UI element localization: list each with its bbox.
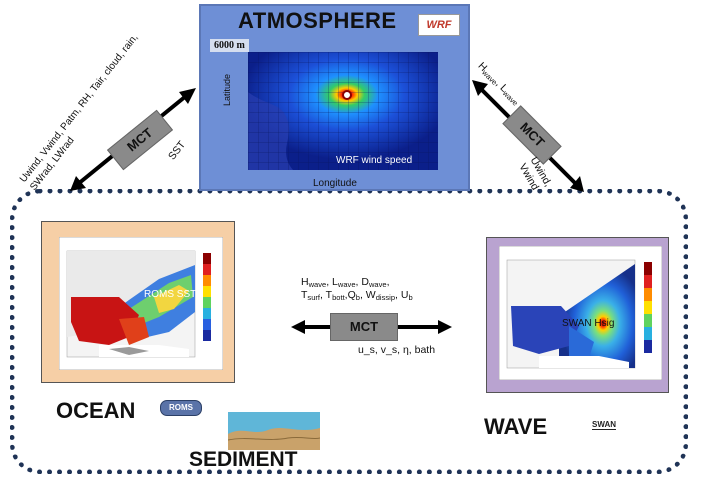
swan-hsig-caption: SWAN Hsig — [562, 318, 615, 329]
wrf-logo: WRF — [418, 14, 460, 36]
ocean-label: OCEAN — [56, 398, 136, 423]
height-tag: 6000 m — [210, 39, 249, 52]
swan-logo: SWAN — [592, 420, 616, 430]
mct-box-center: MCT — [330, 313, 398, 341]
roms-logo: ROMS — [160, 400, 202, 416]
atmosphere-title: ATMOSPHERE — [238, 8, 397, 33]
ocean-to-wave-vars: u_s, v_s, η, bath — [358, 344, 436, 356]
roms-sst-map — [59, 237, 223, 370]
sediment-label: SEDIMENT — [189, 448, 298, 471]
sediment-illustration — [228, 412, 320, 450]
wrf-wind-speed-map — [248, 52, 438, 170]
wave-to-ocean-vars: Hwave, Lwave, Dwave, Tsurf, Tbott,Qb, Wd… — [301, 276, 413, 303]
wave-label: WAVE — [484, 414, 548, 439]
swan-hsig-map — [499, 246, 662, 380]
wrf-caption: WRF wind speed — [336, 155, 413, 166]
longitude-axis-label: Longitude — [313, 178, 357, 189]
roms-sst-caption: ROMS SST — [144, 289, 197, 300]
coupling-boundary — [10, 189, 688, 474]
